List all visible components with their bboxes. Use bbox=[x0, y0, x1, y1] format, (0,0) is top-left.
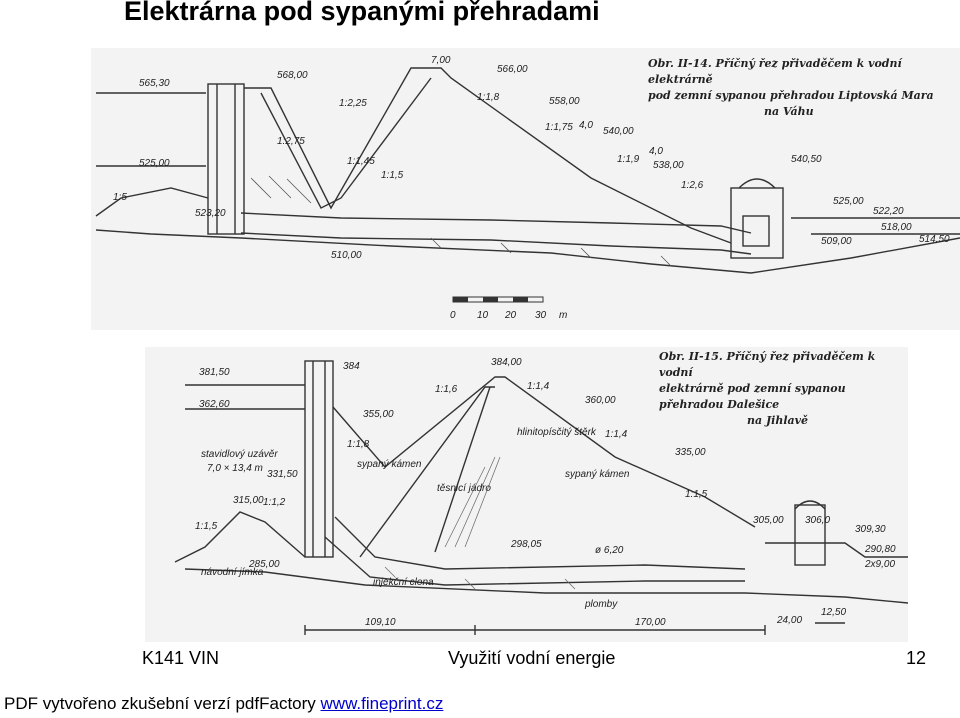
svg-text:sypaný kámen: sypaný kámen bbox=[357, 459, 422, 470]
svg-text:0: 0 bbox=[450, 310, 456, 321]
svg-text:514,50: 514,50 bbox=[919, 234, 950, 245]
svg-text:525,00: 525,00 bbox=[139, 158, 170, 169]
svg-text:305,00: 305,00 bbox=[753, 515, 784, 526]
svg-text:sypaný kámen: sypaný kámen bbox=[565, 469, 630, 480]
footer-course-name: Využití vodní energie bbox=[448, 648, 616, 668]
svg-text:4,0: 4,0 bbox=[579, 120, 593, 131]
svg-text:335,00: 335,00 bbox=[675, 447, 706, 458]
svg-text:1:1,8: 1:1,8 bbox=[347, 439, 370, 450]
svg-text:30: 30 bbox=[535, 310, 547, 321]
figure-liptovska-mara: Obr. II-14. Příčný řez přivaděčem k vodn… bbox=[91, 48, 960, 330]
svg-text:24,00: 24,00 bbox=[776, 615, 802, 626]
svg-text:384: 384 bbox=[343, 361, 360, 372]
svg-text:1:5: 1:5 bbox=[113, 192, 127, 203]
svg-text:290,80: 290,80 bbox=[864, 544, 896, 555]
svg-text:362,60: 362,60 bbox=[199, 399, 230, 410]
svg-text:568,00: 568,00 bbox=[277, 70, 308, 81]
pdf-watermark-note: PDF vytvořeno zkušební verzí pdfFactory … bbox=[4, 694, 443, 714]
svg-text:hlinitopísčitý štěrk: hlinitopísčitý štěrk bbox=[517, 427, 597, 438]
svg-text:12,50: 12,50 bbox=[821, 607, 846, 618]
svg-text:540,00: 540,00 bbox=[603, 126, 634, 137]
fineprint-link[interactable]: www.fineprint.cz bbox=[320, 694, 444, 713]
svg-text:523,20: 523,20 bbox=[195, 208, 226, 219]
svg-text:návodní jímka: návodní jímka bbox=[201, 567, 264, 578]
svg-text:1:2,6: 1:2,6 bbox=[681, 180, 704, 191]
svg-text:109,10: 109,10 bbox=[365, 617, 396, 628]
svg-text:1:2,75: 1:2,75 bbox=[277, 136, 305, 147]
svg-text:525,00: 525,00 bbox=[833, 196, 864, 207]
scale-bar: 0 10 20 30 m bbox=[450, 296, 567, 321]
svg-text:7,00: 7,00 bbox=[431, 55, 451, 66]
svg-text:306,0: 306,0 bbox=[805, 515, 830, 526]
svg-text:540,50: 540,50 bbox=[791, 154, 822, 165]
figure-dalesice: Obr. II-15. Příčný řez přivaděčem k vodn… bbox=[145, 347, 908, 642]
svg-text:566,00: 566,00 bbox=[497, 64, 528, 75]
svg-text:538,00: 538,00 bbox=[653, 160, 684, 171]
svg-text:20: 20 bbox=[504, 310, 517, 321]
svg-text:510,00: 510,00 bbox=[331, 250, 362, 261]
svg-text:1:1,45: 1:1,45 bbox=[347, 156, 375, 167]
svg-text:7,0 × 13,4 m: 7,0 × 13,4 m bbox=[207, 463, 263, 474]
svg-text:plomby: plomby bbox=[584, 599, 618, 610]
svg-text:1:1,5: 1:1,5 bbox=[195, 521, 218, 532]
figure-top-caption: Obr. II-14. Příčný řez přivaděčem k vodn… bbox=[648, 57, 934, 118]
svg-text:384,00: 384,00 bbox=[491, 357, 522, 368]
footer-course-code: K141 VIN bbox=[142, 648, 220, 668]
svg-text:2x9,00: 2x9,00 bbox=[864, 559, 895, 570]
svg-text:315,00: 315,00 bbox=[233, 495, 264, 506]
svg-text:1:1,4: 1:1,4 bbox=[527, 381, 550, 392]
svg-text:381,50: 381,50 bbox=[199, 367, 230, 378]
figure-bottom-caption: Obr. II-15. Příčný řez přivaděčem k vodn… bbox=[659, 350, 876, 427]
svg-text:558,00: 558,00 bbox=[549, 96, 580, 107]
svg-text:285,00: 285,00 bbox=[248, 559, 280, 570]
svg-text:509,00: 509,00 bbox=[821, 236, 852, 247]
svg-text:m: m bbox=[559, 310, 567, 321]
svg-text:1:1,5: 1:1,5 bbox=[381, 170, 404, 181]
svg-text:1:1,5: 1:1,5 bbox=[685, 489, 708, 500]
svg-text:těsnicí jádro: těsnicí jádro bbox=[437, 483, 491, 494]
svg-text:1:1,6: 1:1,6 bbox=[435, 384, 458, 395]
svg-text:565,30: 565,30 bbox=[139, 78, 170, 89]
svg-text:10: 10 bbox=[477, 310, 489, 321]
svg-text:522,20: 522,20 bbox=[873, 206, 904, 217]
svg-text:4,0: 4,0 bbox=[649, 146, 663, 157]
slide-title: Elektrárna pod sypanými přehradami bbox=[124, 0, 600, 26]
section-drawing-top: 565,30 568,00 7,00 566,00 558,00 540,00 … bbox=[95, 55, 960, 321]
svg-text:injekční clona: injekční clona bbox=[373, 577, 434, 588]
page-number: 12 bbox=[906, 648, 927, 668]
svg-text:1:2,25: 1:2,25 bbox=[339, 98, 367, 109]
svg-text:518,00: 518,00 bbox=[881, 222, 912, 233]
svg-text:1:1,4: 1:1,4 bbox=[605, 429, 628, 440]
svg-text:360,00: 360,00 bbox=[585, 395, 616, 406]
svg-text:331,50: 331,50 bbox=[267, 469, 298, 480]
svg-text:ø 6,20: ø 6,20 bbox=[595, 545, 624, 556]
pdf-note-text: PDF vytvořeno zkušební verzí pdfFactory bbox=[4, 694, 321, 713]
svg-text:1:1,75: 1:1,75 bbox=[545, 122, 573, 133]
svg-text:stavidlový uzávěr: stavidlový uzávěr bbox=[201, 449, 278, 460]
svg-text:1:1,2: 1:1,2 bbox=[263, 497, 286, 508]
svg-text:170,00: 170,00 bbox=[635, 617, 666, 628]
svg-text:355,00: 355,00 bbox=[363, 409, 394, 420]
section-drawing-bottom: 381,50 384 384,00 362,60 355,00 360,00 3… bbox=[174, 357, 908, 635]
svg-text:1:1,9: 1:1,9 bbox=[617, 154, 640, 165]
svg-text:309,30: 309,30 bbox=[855, 524, 886, 535]
svg-text:298,05: 298,05 bbox=[510, 539, 542, 550]
svg-text:1:1,8: 1:1,8 bbox=[477, 92, 500, 103]
